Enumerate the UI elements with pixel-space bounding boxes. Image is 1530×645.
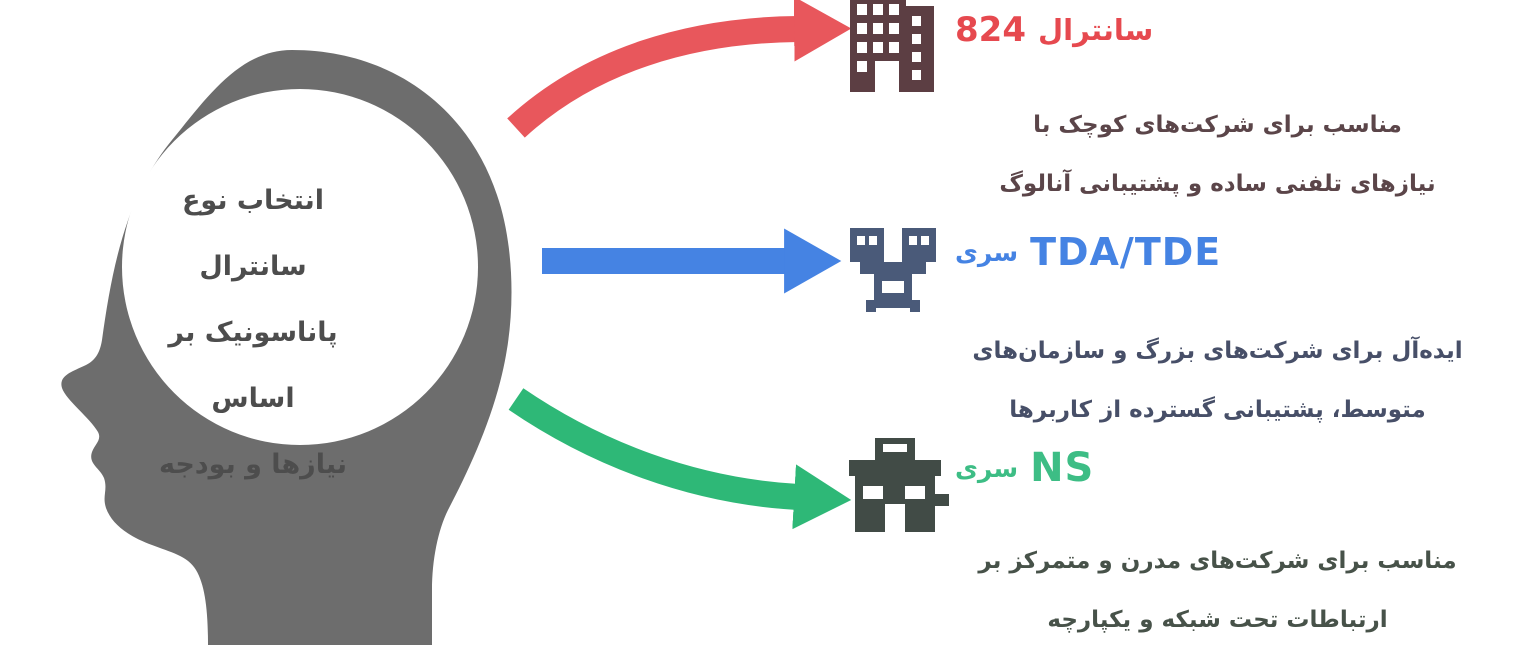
enterprise-building-icon (849, 438, 949, 532)
item-3-name: سری (955, 453, 1019, 483)
office-building-icon (850, 0, 934, 92)
item-2-label: سری TDA/TDE (955, 230, 1221, 274)
thought-line: پاناسونیک بر اساس (168, 317, 338, 414)
item-3-series: NS (1030, 445, 1095, 491)
red-arrow (507, 0, 852, 138)
description-line: نیازهای تلفنی ساده و پشتیبانی آنالوگ (999, 171, 1436, 197)
thought-bubble (122, 89, 478, 445)
description-line: ایده‌آل برای شرکت‌های بزرگ و سازمان‌های (972, 338, 1463, 364)
item-2-series: TDA/TDE (1030, 230, 1222, 274)
item-3-description: مناسب برای شرکت‌های مدرن و متمرکز بر ارت… (925, 532, 1510, 645)
company-buildings-icon (850, 228, 936, 312)
description-line: ارتباطات تحت شبکه و یکپارچه (1047, 607, 1388, 633)
green-arrow (508, 388, 852, 530)
item-2-description: ایده‌آل برای شرکت‌های بزرگ و سازمان‌های … (925, 322, 1510, 440)
head-thought-text: انتخاب نوع سانترال پاناسونیک بر اساس نیا… (128, 168, 378, 498)
description-line: مناسب برای شرکت‌های مدرن و متمرکز بر (978, 548, 1457, 574)
item-2-name: سری (955, 237, 1019, 267)
thought-line: انتخاب نوع سانترال (181, 185, 325, 282)
item-3-label: سری NS (955, 445, 1094, 491)
description-line: متوسط، پشتیبانی گسترده از کاربرها (1009, 397, 1426, 423)
thought-line: نیازها و بودجه (158, 449, 348, 480)
item-1-label: 824 سانترال (955, 10, 1153, 50)
item-1-name: سانترال (1037, 13, 1154, 47)
head-silhouette-icon (61, 50, 512, 645)
item-1-number: 824 (955, 10, 1026, 50)
item-1-description: مناسب برای شرکت‌های کوچک با نیازهای تلفن… (925, 96, 1510, 214)
description-line: مناسب برای شرکت‌های کوچک با (1033, 112, 1402, 138)
